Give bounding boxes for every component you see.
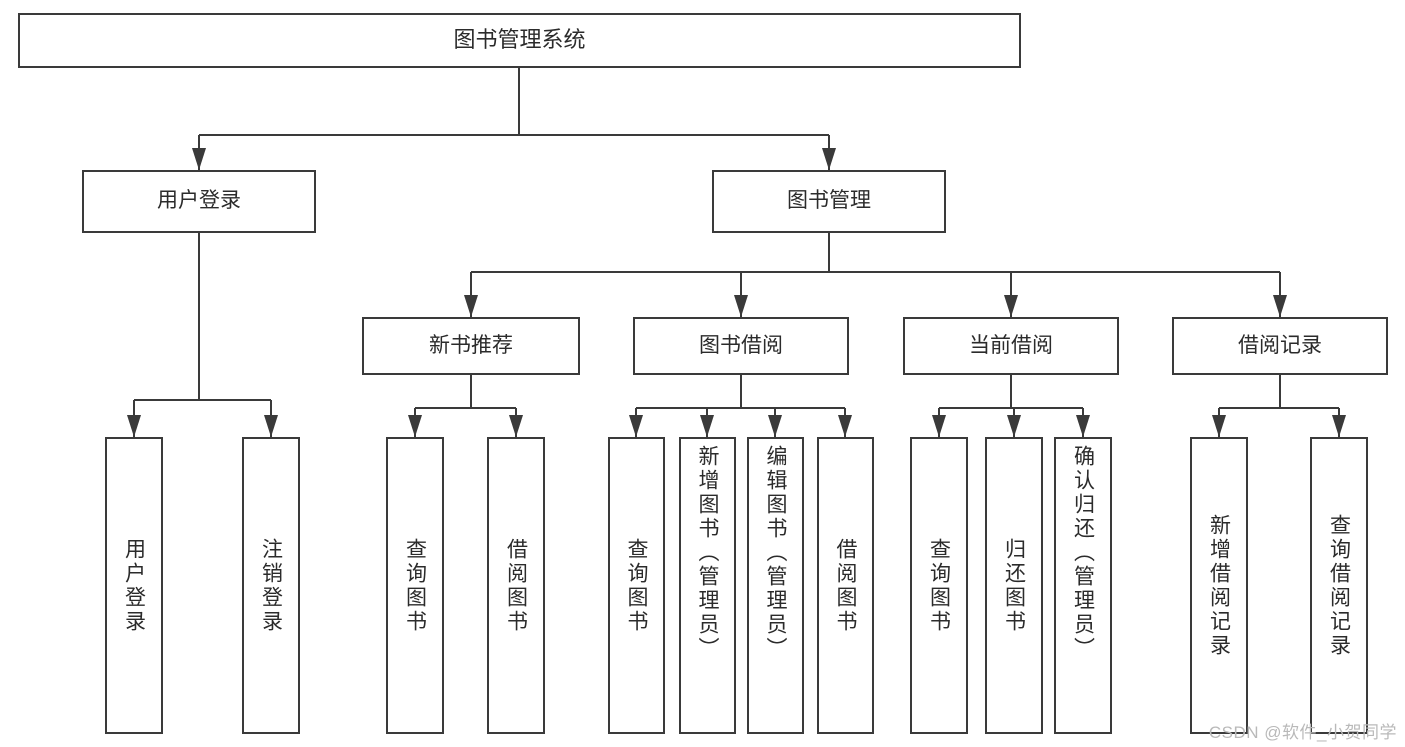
node-book-manage[interactable]: 图书管理 bbox=[712, 170, 946, 233]
arrowhead-icon bbox=[408, 415, 422, 437]
node-label: 新书推荐 bbox=[429, 333, 513, 357]
node-leaf-user-logout[interactable]: 注销登录 bbox=[242, 437, 300, 734]
node-label: 查询借阅记录 bbox=[1327, 513, 1351, 658]
node-label: 借阅图书 bbox=[834, 537, 857, 634]
node-label: 新增图书（管理员） bbox=[696, 445, 719, 661]
node-label: 图书管理系统 bbox=[453, 27, 586, 53]
node-leaf-borrow-book-1[interactable]: 借阅图书 bbox=[487, 437, 545, 734]
node-leaf-query-book-2[interactable]: 查询图书 bbox=[608, 437, 665, 734]
arrowhead-icon bbox=[1212, 415, 1226, 437]
node-leaf-return-book[interactable]: 归还图书 bbox=[985, 437, 1043, 734]
node-current-borrow[interactable]: 当前借阅 bbox=[903, 317, 1119, 375]
arrowhead-icon bbox=[127, 415, 141, 437]
arrowhead-icon bbox=[1004, 295, 1018, 317]
arrowhead-icon bbox=[700, 415, 714, 437]
node-label: 编辑图书（管理员） bbox=[764, 445, 787, 661]
node-label: 用户登录 bbox=[157, 189, 241, 213]
node-leaf-query-record[interactable]: 查询借阅记录 bbox=[1310, 437, 1368, 734]
node-label: 查询图书 bbox=[403, 537, 427, 634]
node-leaf-confirm-return[interactable]: 确认归还（管理员） bbox=[1054, 437, 1112, 734]
node-label: 查询图书 bbox=[625, 537, 648, 634]
node-leaf-query-book-1[interactable]: 查询图书 bbox=[386, 437, 444, 734]
arrowhead-icon bbox=[734, 295, 748, 317]
node-label: 用户登录 bbox=[122, 537, 146, 634]
arrowhead-icon bbox=[932, 415, 946, 437]
node-borrow-record[interactable]: 借阅记录 bbox=[1172, 317, 1388, 375]
arrowhead-icon bbox=[1273, 295, 1287, 317]
arrowhead-icon bbox=[1332, 415, 1346, 437]
arrowhead-icon bbox=[192, 148, 206, 170]
node-label: 借阅图书 bbox=[504, 537, 528, 634]
arrowhead-icon bbox=[768, 415, 782, 437]
node-leaf-edit-book[interactable]: 编辑图书（管理员） bbox=[747, 437, 804, 734]
node-label: 图书管理 bbox=[787, 189, 871, 213]
node-label: 注销登录 bbox=[259, 537, 283, 634]
node-leaf-add-record[interactable]: 新增借阅记录 bbox=[1190, 437, 1248, 734]
arrowhead-icon bbox=[838, 415, 852, 437]
node-leaf-borrow-book-2[interactable]: 借阅图书 bbox=[817, 437, 874, 734]
node-label: 查询图书 bbox=[927, 537, 951, 634]
node-user-login[interactable]: 用户登录 bbox=[82, 170, 316, 233]
node-book-borrow[interactable]: 图书借阅 bbox=[633, 317, 849, 375]
node-leaf-query-book-3[interactable]: 查询图书 bbox=[910, 437, 968, 734]
arrowhead-icon bbox=[264, 415, 278, 437]
node-new-book-rec[interactable]: 新书推荐 bbox=[362, 317, 580, 375]
arrowhead-icon bbox=[1076, 415, 1090, 437]
node-label: 图书借阅 bbox=[699, 333, 783, 357]
arrowhead-icon bbox=[509, 415, 523, 437]
watermark: CSDN @软件_小贺同学 bbox=[1208, 723, 1397, 742]
arrowhead-icon bbox=[464, 295, 478, 317]
node-root[interactable]: 图书管理系统 bbox=[18, 13, 1021, 68]
node-leaf-add-book[interactable]: 新增图书（管理员） bbox=[679, 437, 736, 734]
node-label: 归还图书 bbox=[1002, 537, 1026, 634]
node-label: 确认归还（管理员） bbox=[1071, 445, 1095, 661]
node-label: 新增借阅记录 bbox=[1207, 513, 1231, 658]
arrowhead-icon bbox=[1007, 415, 1021, 437]
node-leaf-user-login[interactable]: 用户登录 bbox=[105, 437, 163, 734]
node-label: 借阅记录 bbox=[1238, 333, 1322, 357]
node-label: 当前借阅 bbox=[969, 333, 1053, 357]
arrowhead-icon bbox=[822, 148, 836, 170]
arrowhead-icon bbox=[629, 415, 643, 437]
